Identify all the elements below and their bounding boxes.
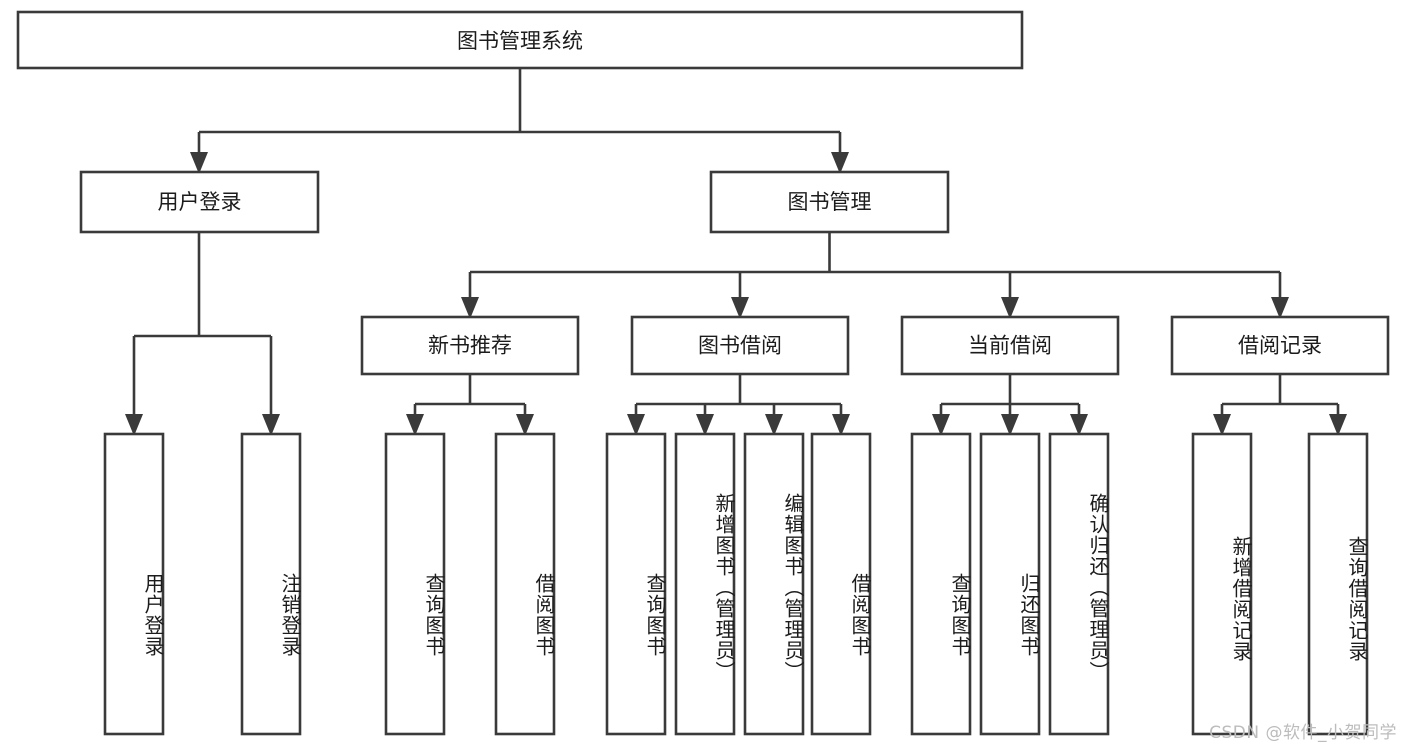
leaf-user-login-1-box[interactable]: [240, 432, 302, 736]
node-root-label: 图书管理系统: [457, 29, 583, 53]
leaf-new-book-1-box[interactable]: [494, 432, 556, 736]
node-level3-0-label: 新书推荐: [428, 334, 512, 358]
leaf-book-borrow-0-box[interactable]: [605, 432, 667, 736]
node-level3-1-label: 图书借阅: [698, 334, 782, 358]
leaf-book-borrow-1-box[interactable]: [674, 432, 736, 736]
leaf-current-borrow-0-box[interactable]: [910, 432, 972, 736]
arrow-root-to-user: [190, 152, 208, 174]
node-level3-0-box[interactable]: [360, 315, 580, 376]
leaf-book-borrow-3-box[interactable]: [810, 432, 872, 736]
node-level3-1-box[interactable]: [630, 315, 850, 376]
leaf-borrow-record-1-box[interactable]: [1307, 432, 1369, 736]
leaf-book-borrow-2-box[interactable]: [743, 432, 805, 736]
node-level2-1-label: 图书管理: [788, 190, 872, 214]
leaf-borrow-record-0-box[interactable]: [1191, 432, 1253, 736]
leaf-current-borrow-1-box[interactable]: [979, 432, 1041, 736]
node-level3-3-label: 借阅记录: [1238, 334, 1322, 358]
leaf-current-borrow-2-box[interactable]: [1048, 432, 1110, 736]
leaf-new-book-0-box[interactable]: [384, 432, 446, 736]
watermark-text: CSDN @软件_小贺同学: [1209, 723, 1397, 743]
arrow-root-to-book: [831, 152, 849, 174]
leaf-user-login-0-box[interactable]: [103, 432, 165, 736]
node-level3-2-box[interactable]: [900, 315, 1120, 376]
node-level2-0-label: 用户登录: [158, 190, 242, 214]
node-level3-2-label: 当前借阅: [968, 334, 1052, 358]
node-level2-1-box[interactable]: [709, 170, 950, 234]
node-root-box[interactable]: [16, 10, 1024, 70]
node-level3-3-box[interactable]: [1170, 315, 1390, 376]
